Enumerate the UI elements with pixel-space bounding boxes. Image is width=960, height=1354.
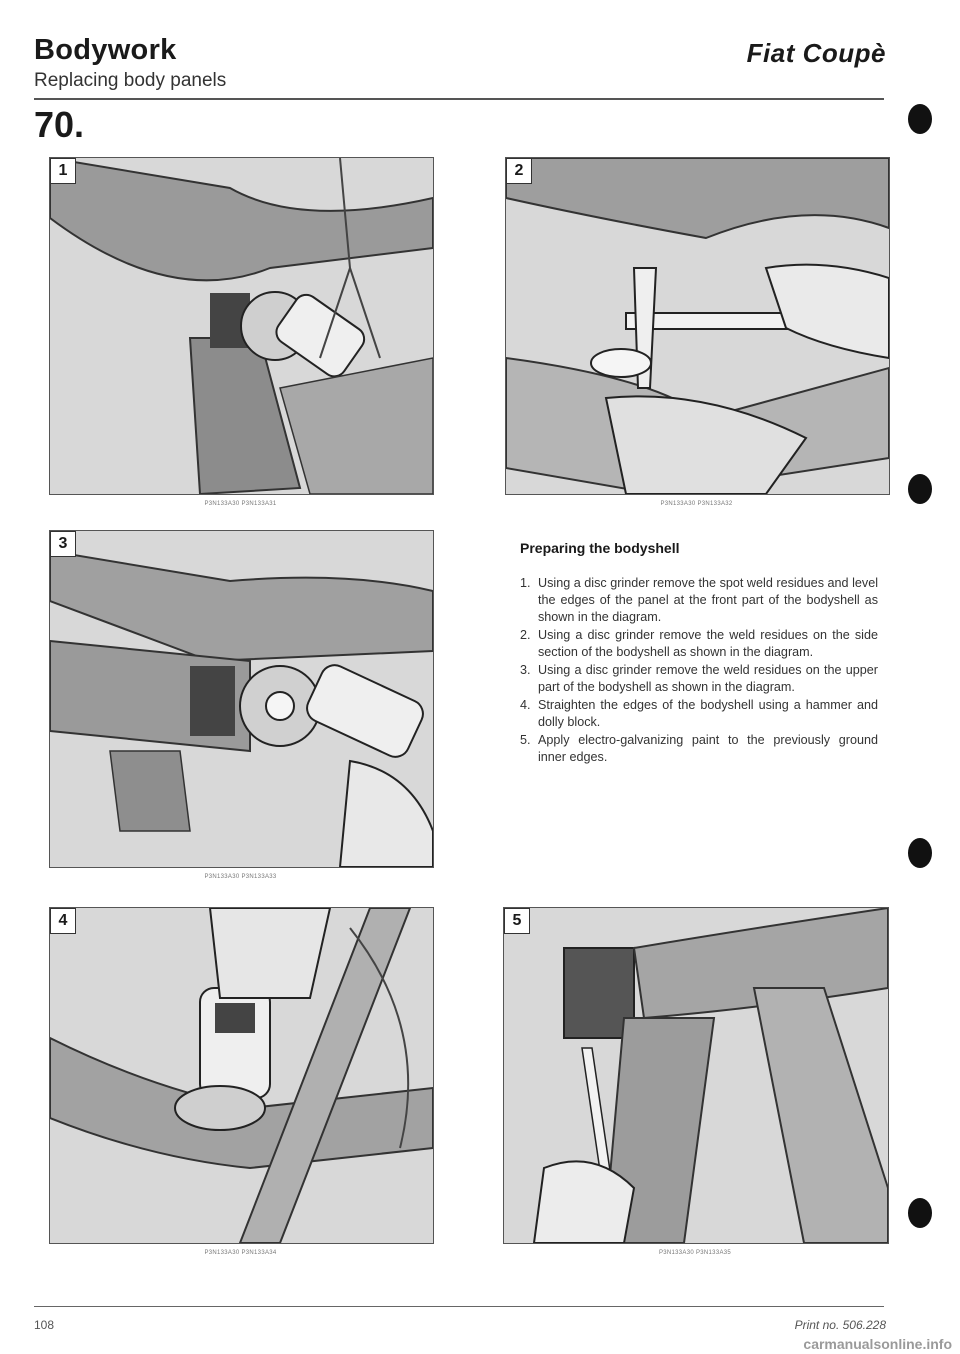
step-number: 2. <box>520 628 531 642</box>
figure-3-caption: P3N133A30 P3N133A33 <box>204 874 277 880</box>
margin-hole-marker <box>908 838 932 868</box>
figure-1-caption: P3N133A30 P3N133A31 <box>204 501 277 507</box>
print-number: Print no. 506.228 <box>794 1318 886 1332</box>
procedure-step: 4. Straighten the edges of the bodyshell … <box>520 697 878 731</box>
procedure-step: 1. Using a disc grinder remove the spot w… <box>520 575 878 626</box>
procedure-step: 3. Using a disc grinder remove the weld r… <box>520 662 878 696</box>
procedure-heading: Preparing the bodyshell <box>520 540 680 556</box>
figure-2-caption: P3N133A30 P3N133A32 <box>660 501 733 507</box>
hammer-dolly-illustration <box>506 158 889 494</box>
step-text: Using a disc grinder remove the weld res… <box>538 663 878 694</box>
margin-hole-marker <box>908 1198 932 1228</box>
figure-3-illustration: 3 <box>49 530 434 868</box>
figure-4-illustration: 4 <box>49 907 434 1244</box>
figure-5-caption: P3N133A30 P3N133A35 <box>658 1250 732 1256</box>
header-rule <box>34 98 884 100</box>
figure-2-number: 2 <box>506 158 532 184</box>
step-text: Straighten the edges of the bodyshell us… <box>538 698 878 729</box>
step-number: 3. <box>520 663 531 677</box>
brand-name: Fiat Coupè <box>746 38 886 68</box>
figure-1-number: 1 <box>50 158 76 184</box>
section-number: 70. <box>34 104 85 145</box>
figure-5-number: 5 <box>504 908 530 934</box>
paint-application-illustration <box>504 908 888 1243</box>
figure-2-illustration: 2 <box>505 157 890 495</box>
procedure-step: 5. Apply electro-galvanizing paint to the… <box>520 732 878 766</box>
margin-hole-marker <box>908 474 932 504</box>
section-subtitle: Replacing body panels <box>34 70 227 91</box>
step-number: 1. <box>520 576 531 590</box>
grinder-side-illustration <box>50 531 433 867</box>
step-text: Using a disc grinder remove the weld res… <box>538 628 878 659</box>
grinder-front-illustration <box>50 158 433 494</box>
procedure-step: 2. Using a disc grinder remove the weld r… <box>520 627 878 661</box>
margin-hole-marker <box>908 104 932 134</box>
procedure-steps: 1. Using a disc grinder remove the spot w… <box>520 575 878 767</box>
step-number: 5. <box>520 733 531 747</box>
section-title: Bodywork <box>34 34 177 66</box>
page-number: 108 <box>34 1318 55 1332</box>
figure-5-illustration: 5 <box>503 907 889 1244</box>
site-watermark: carmanualsonline.info <box>803 1336 952 1352</box>
step-number: 4. <box>520 698 531 712</box>
step-text: Apply electro-galvanizing paint to the p… <box>538 733 878 764</box>
figure-4-number: 4 <box>50 908 76 934</box>
grinder-upper-illustration <box>50 908 433 1243</box>
figure-3-number: 3 <box>50 531 76 557</box>
figure-4-caption: P3N133A30 P3N133A34 <box>204 1250 277 1256</box>
figure-1-illustration: 1 <box>49 157 434 495</box>
step-text: Using a disc grinder remove the spot wel… <box>538 576 878 624</box>
footer-rule <box>34 1306 884 1307</box>
